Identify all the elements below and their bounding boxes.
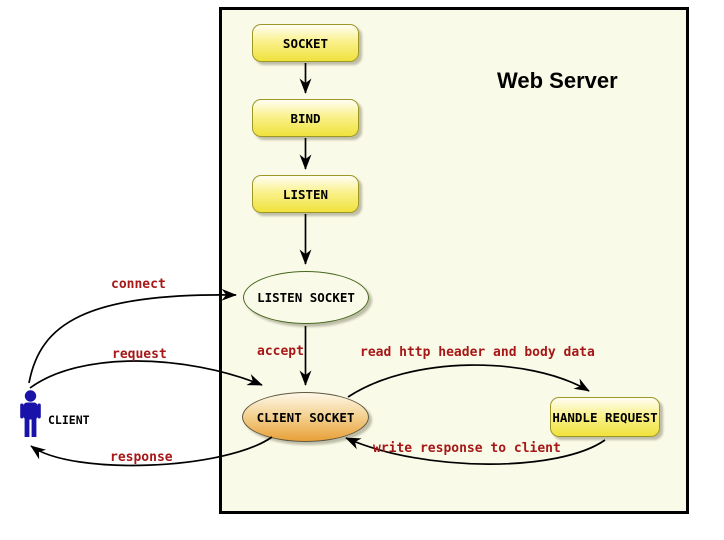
node-listen-socket-label: LISTEN SOCKET	[257, 290, 355, 305]
node-socket: SOCKET	[252, 24, 359, 62]
node-handle-request: HANDLE REQUEST	[550, 397, 660, 437]
edge-label-read-http: read http header and body data	[360, 345, 595, 360]
edge-label-request: request	[112, 347, 167, 362]
edge-label-accept: accept	[257, 344, 304, 359]
node-socket-label: SOCKET	[282, 35, 329, 51]
node-listen-label: LISTEN	[282, 186, 329, 202]
node-bind-label: BIND	[290, 110, 321, 126]
node-listen: LISTEN	[252, 175, 359, 213]
client-label: CLIENT	[48, 413, 90, 427]
arrow-connect	[28, 288, 237, 384]
node-listen-socket: LISTEN SOCKET	[243, 271, 369, 324]
edge-label-response: response	[110, 450, 173, 465]
node-client-socket: CLIENT SOCKET	[242, 392, 369, 442]
node-bind: BIND	[252, 99, 359, 137]
node-handle-request-label: HANDLE REQUEST	[552, 409, 658, 425]
edge-label-write-response: write response to client	[373, 441, 561, 456]
web-server-title: Web Server	[497, 68, 618, 93]
node-client-socket-label: CLIENT SOCKET	[256, 409, 355, 425]
client-person-icon	[20, 390, 41, 437]
edge-label-connect: connect	[111, 277, 166, 292]
